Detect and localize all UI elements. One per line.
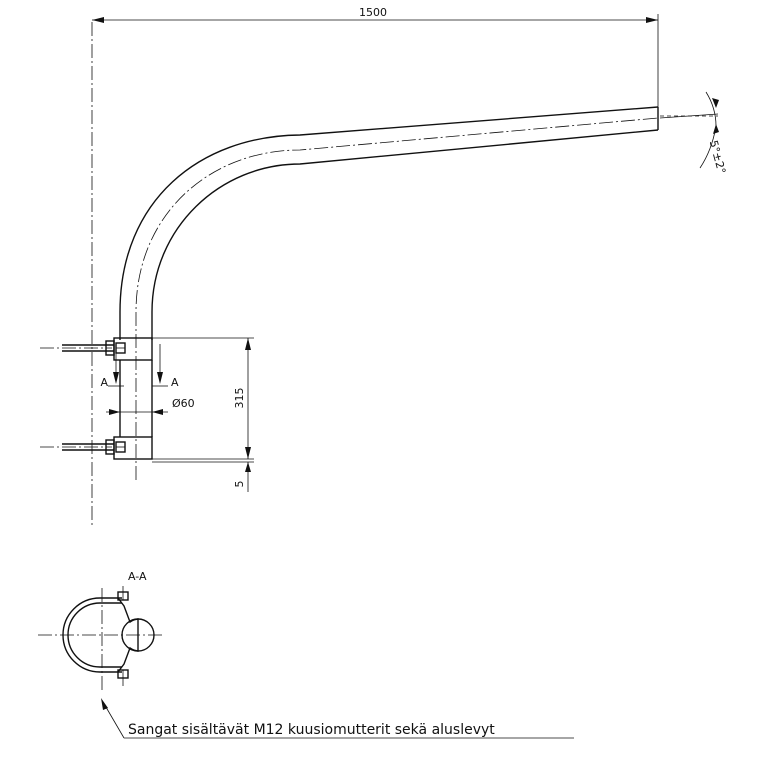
dimension-diameter: Ø60 <box>106 397 195 415</box>
u-bolt-upper <box>40 340 126 356</box>
dimension-angle: 5°±2° <box>659 91 728 175</box>
section-view-a-a: A-A <box>38 570 165 692</box>
u-bolt-lower <box>40 439 126 455</box>
clamp-collar-upper <box>113 337 153 361</box>
dimension-overall-length: 1500 <box>92 6 659 108</box>
note-text: Sangat sisältävät M12 kuusiomutterit sek… <box>128 722 495 738</box>
section-cut-label-left: A <box>100 376 108 389</box>
angle-label: 5°±2° <box>707 139 728 175</box>
dimension-bracket-spacing: 315 <box>152 337 254 460</box>
clamp-collar-lower <box>113 436 153 460</box>
dimension-offset: 5 <box>152 461 254 492</box>
note-leader: Sangat sisältävät M12 kuusiomutterit sek… <box>101 698 574 739</box>
section-cut-markers: A A <box>100 344 179 389</box>
curved-arm <box>119 106 659 480</box>
spacing-label: 315 <box>233 388 246 409</box>
section-cut-label-right: A <box>171 376 179 389</box>
dimension-length-label: 1500 <box>359 6 387 19</box>
section-title: A-A <box>128 570 147 583</box>
diameter-label: Ø60 <box>172 397 195 410</box>
offset-label: 5 <box>233 481 246 488</box>
